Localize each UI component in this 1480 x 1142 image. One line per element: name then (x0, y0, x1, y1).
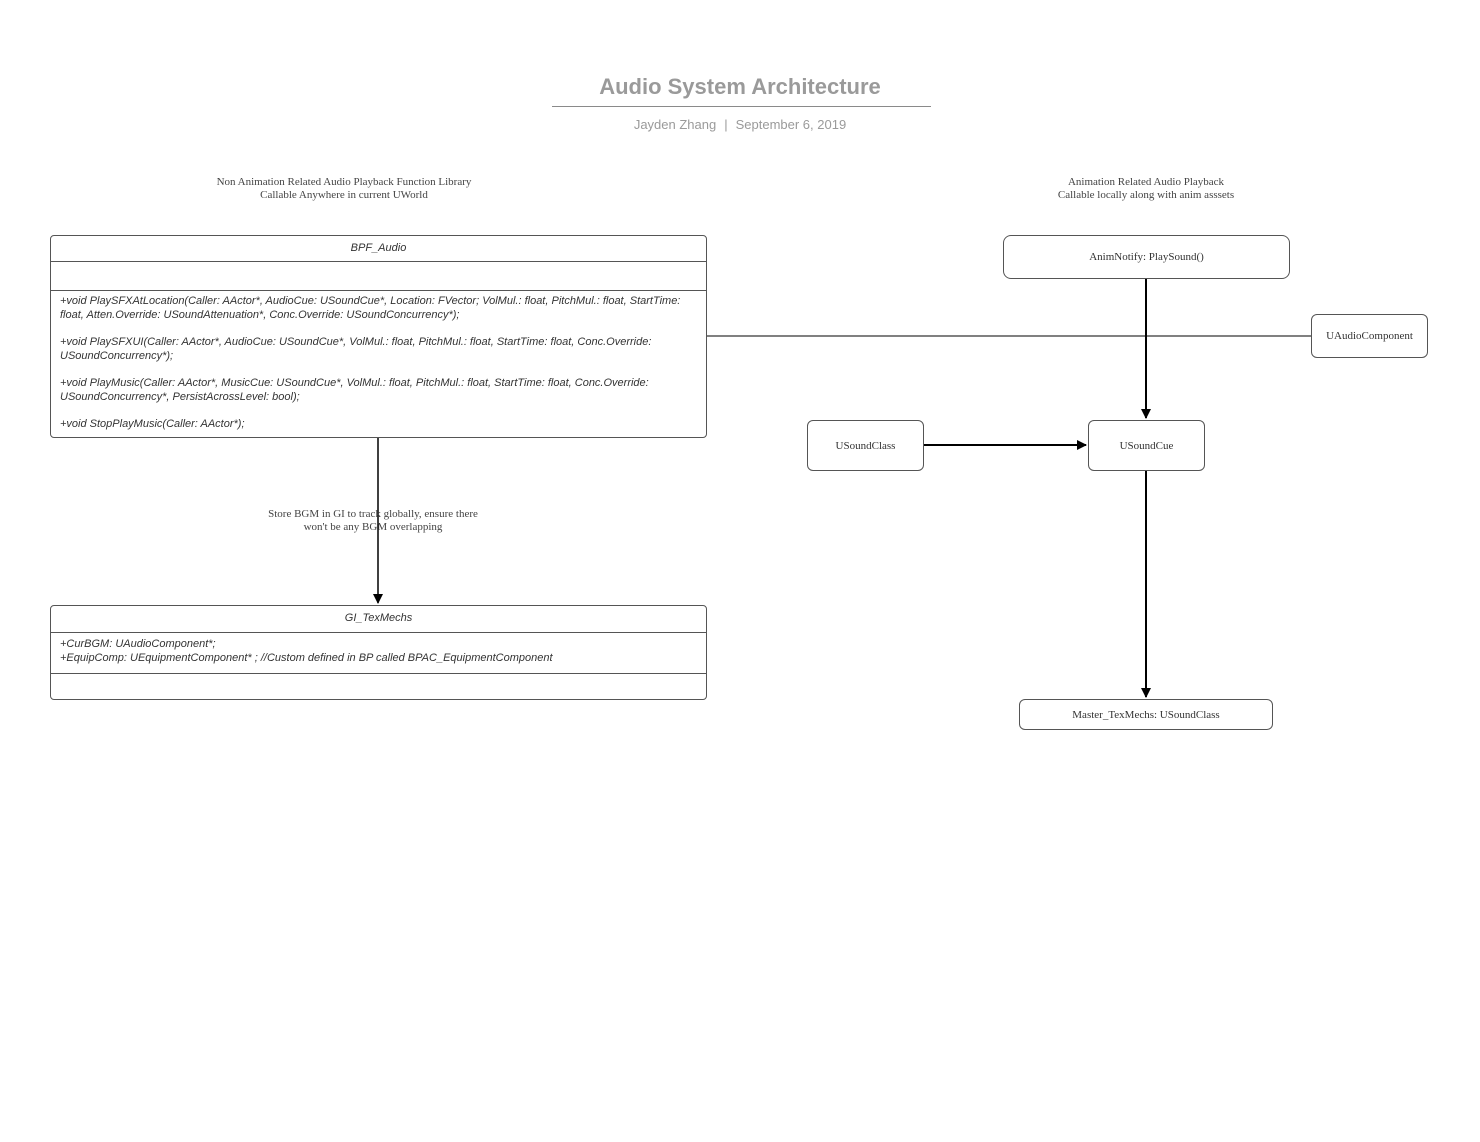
node-uaudio-component[interactable]: UAudioComponent (1311, 314, 1428, 358)
note-non-animation-library: Non Animation Related Audio Playback Fun… (194, 176, 494, 202)
class-gi-texmechs[interactable]: GI_TexMechs +CurBGM: UAudioComponent*; +… (50, 605, 707, 700)
attribute-cur-bgm: +CurBGM: UAudioComponent*; (60, 638, 216, 650)
note-line: Callable locally along with anim asssets (1057, 189, 1235, 201)
class-methods-section (51, 674, 706, 699)
class-name: GI_TexMechs (51, 606, 706, 633)
node-usound-class[interactable]: USoundClass (807, 420, 924, 471)
class-name: BPF_Audio (51, 236, 706, 262)
class-methods-section: +void PlaySFXAtLocation(Caller: AActor*,… (51, 291, 706, 432)
method-stop-play-music: +void StopPlayMusic(Caller: AActor*); (60, 418, 245, 430)
attribute-equip-comp: +EquipComp: UEquipmentComponent* ; //Cus… (60, 651, 553, 664)
edge-label-line: won't be any BGM overlapping (303, 521, 443, 533)
diagram-date: September 6, 2019 (735, 117, 847, 132)
edge-label-line: Store BGM in GI to track globally, ensur… (268, 508, 478, 520)
node-usound-cue[interactable]: USoundCue (1088, 420, 1205, 471)
diagram-title: Audio System Architecture (599, 74, 881, 99)
diagram-subtitle: Jayden Zhang | September 6, 2019 (0, 117, 1480, 132)
class-attributes-section (51, 262, 706, 291)
note-line: Non Animation Related Audio Playback Fun… (216, 176, 472, 188)
edge-label-store-bgm: Store BGM in GI to track globally, ensur… (243, 508, 503, 534)
method-play-music: +void PlayMusic(Caller: AActor*, MusicCu… (60, 377, 649, 403)
node-anim-notify[interactable]: AnimNotify: PlaySound() (1003, 235, 1290, 279)
node-master-sound-class[interactable]: Master_TexMechs: USoundClass (1019, 699, 1273, 730)
author-name: Jayden Zhang (633, 117, 717, 132)
note-line: Animation Related Audio Playback (1067, 176, 1225, 188)
note-animation-playback: Animation Related Audio Playback Callabl… (1026, 176, 1266, 202)
title-underline (552, 106, 931, 107)
method-play-sfx-ui: +void PlaySFXUI(Caller: AActor*, AudioCu… (60, 336, 652, 362)
subtitle-separator: | (724, 117, 728, 132)
class-attributes-section: +CurBGM: UAudioComponent*; +EquipComp: U… (51, 633, 706, 674)
class-bpf-audio[interactable]: BPF_Audio +void PlaySFXAtLocation(Caller… (50, 235, 707, 438)
note-line: Callable Anywhere in current UWorld (260, 189, 428, 201)
method-play-sfx-at-location: +void PlaySFXAtLocation(Caller: AActor*,… (60, 295, 681, 321)
